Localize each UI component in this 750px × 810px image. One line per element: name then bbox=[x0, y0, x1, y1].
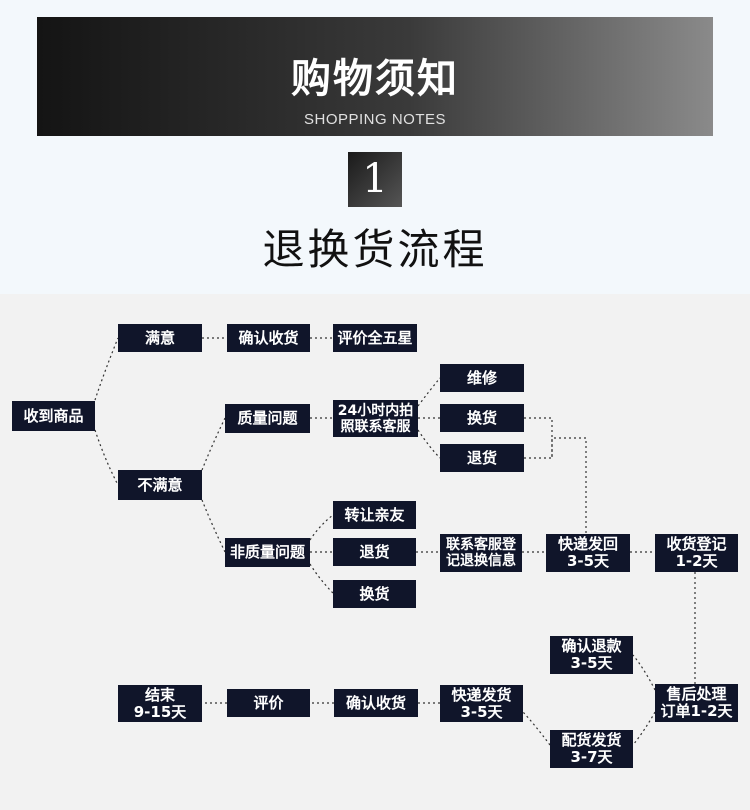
node-end: 结束 9-15天 bbox=[118, 685, 202, 722]
node-confirm-receipt-bottom: 确认收货 bbox=[334, 689, 418, 717]
connector-nonquality-exchange bbox=[309, 563, 334, 594]
node-register-info: 联系客服登 记退换信息 bbox=[440, 534, 522, 572]
banner-title: 购物须知 bbox=[291, 56, 459, 102]
node-aftersale: 售后处理 订单1-2天 bbox=[655, 684, 738, 722]
banner-subtitle: SHOPPING NOTES bbox=[303, 111, 447, 128]
node-return-non-quality: 退货 bbox=[333, 538, 416, 566]
header-banner: 购物须知 SHOPPING NOTES bbox=[37, 17, 713, 136]
node-contact-24h: 24小时内拍 照联系客服 bbox=[333, 400, 418, 437]
connector-aftersale-prepare bbox=[632, 711, 656, 746]
node-ship-back: 快递发回 3-5天 bbox=[546, 534, 630, 572]
node-unsatisfied: 不满意 bbox=[118, 470, 202, 500]
connector-return-shipback bbox=[524, 437, 587, 535]
node-refund: 确认退款 3-5天 bbox=[550, 636, 633, 674]
connector-unsatisfied-nonquality bbox=[201, 499, 226, 553]
connector-exchange-shipback bbox=[524, 417, 553, 460]
section-title: 退换货流程 bbox=[262, 225, 488, 274]
node-repair: 维修 bbox=[440, 364, 524, 392]
connector-receive-satisfied bbox=[94, 337, 119, 401]
node-prepare-ship: 配货发货 3-7天 bbox=[550, 730, 633, 768]
node-express-ship: 快递发货 3-5天 bbox=[440, 685, 523, 722]
connector-aftersale-refund bbox=[632, 654, 656, 691]
section-number-badge: 1 bbox=[348, 152, 402, 207]
connector-contact-repair bbox=[417, 377, 441, 407]
node-exchange-quality: 换货 bbox=[440, 404, 524, 432]
node-confirm-receipt-top: 确认收货 bbox=[227, 324, 310, 352]
connector-unsatisfied-quality bbox=[201, 417, 226, 471]
node-quality-issue: 质量问题 bbox=[225, 404, 310, 433]
node-satisfied: 满意 bbox=[118, 324, 202, 352]
node-receive-goods: 收到商品 bbox=[12, 401, 95, 431]
node-receive-register: 收货登记 1-2天 bbox=[655, 534, 738, 572]
node-exchange-non-quality: 换货 bbox=[333, 580, 416, 608]
node-five-star: 评价全五星 bbox=[333, 324, 417, 352]
connector-receive-unsatisfied bbox=[94, 429, 119, 486]
node-transfer: 转让亲友 bbox=[333, 501, 416, 529]
node-non-quality-issue: 非质量问题 bbox=[225, 538, 310, 567]
node-review: 评价 bbox=[227, 689, 310, 717]
connector-prepare-express bbox=[522, 711, 551, 746]
node-return-quality: 退货 bbox=[440, 444, 524, 472]
connector-contact-return bbox=[417, 429, 441, 459]
connector-nonquality-transfer bbox=[309, 514, 334, 541]
